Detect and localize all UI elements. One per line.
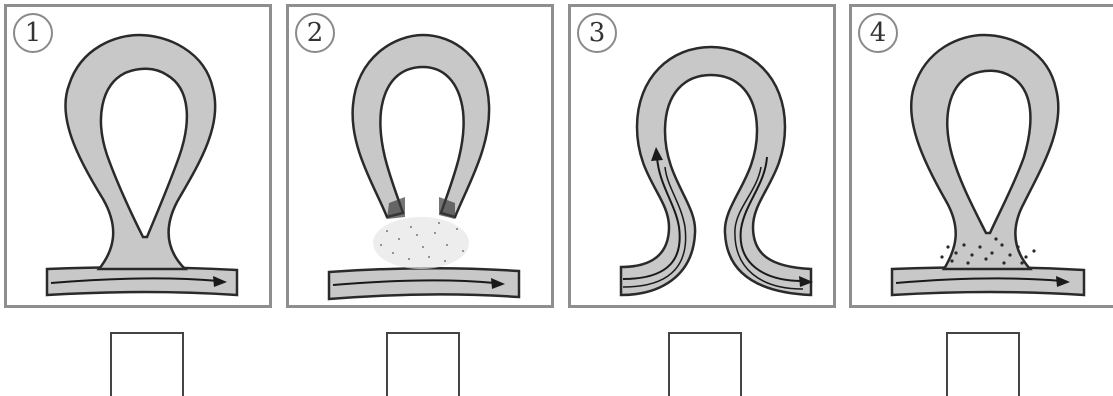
omega-tube	[621, 47, 811, 295]
answer-box-4[interactable]	[946, 332, 1020, 396]
omega-loop-illustration-1	[7, 7, 269, 305]
loop-outer	[353, 35, 490, 217]
omega-loop-illustration-4	[852, 7, 1113, 305]
omega-loop-illustration-2	[289, 7, 551, 305]
speckle-region	[373, 217, 469, 269]
panel-1: 1	[4, 4, 272, 308]
answer-box-1[interactable]	[110, 332, 184, 396]
omega-loop-illustration-3	[571, 7, 833, 305]
answer-box-3[interactable]	[668, 332, 742, 396]
panel-4: 4	[849, 4, 1113, 308]
panel-3: 3	[568, 4, 836, 308]
answer-box-2[interactable]	[386, 332, 460, 396]
panel-2: 2	[286, 4, 554, 308]
